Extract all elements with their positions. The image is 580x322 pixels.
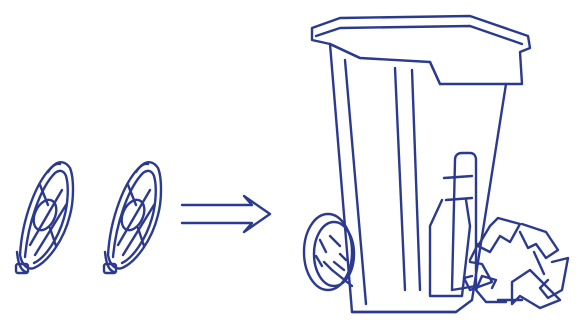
arrow-right-icon [182, 196, 270, 232]
recycle-symbol-icon [464, 218, 568, 308]
filter-cartridge-icon [16, 162, 73, 273]
wheelie-bin-icon [304, 16, 530, 312]
filter-cartridge-icon [104, 162, 161, 273]
